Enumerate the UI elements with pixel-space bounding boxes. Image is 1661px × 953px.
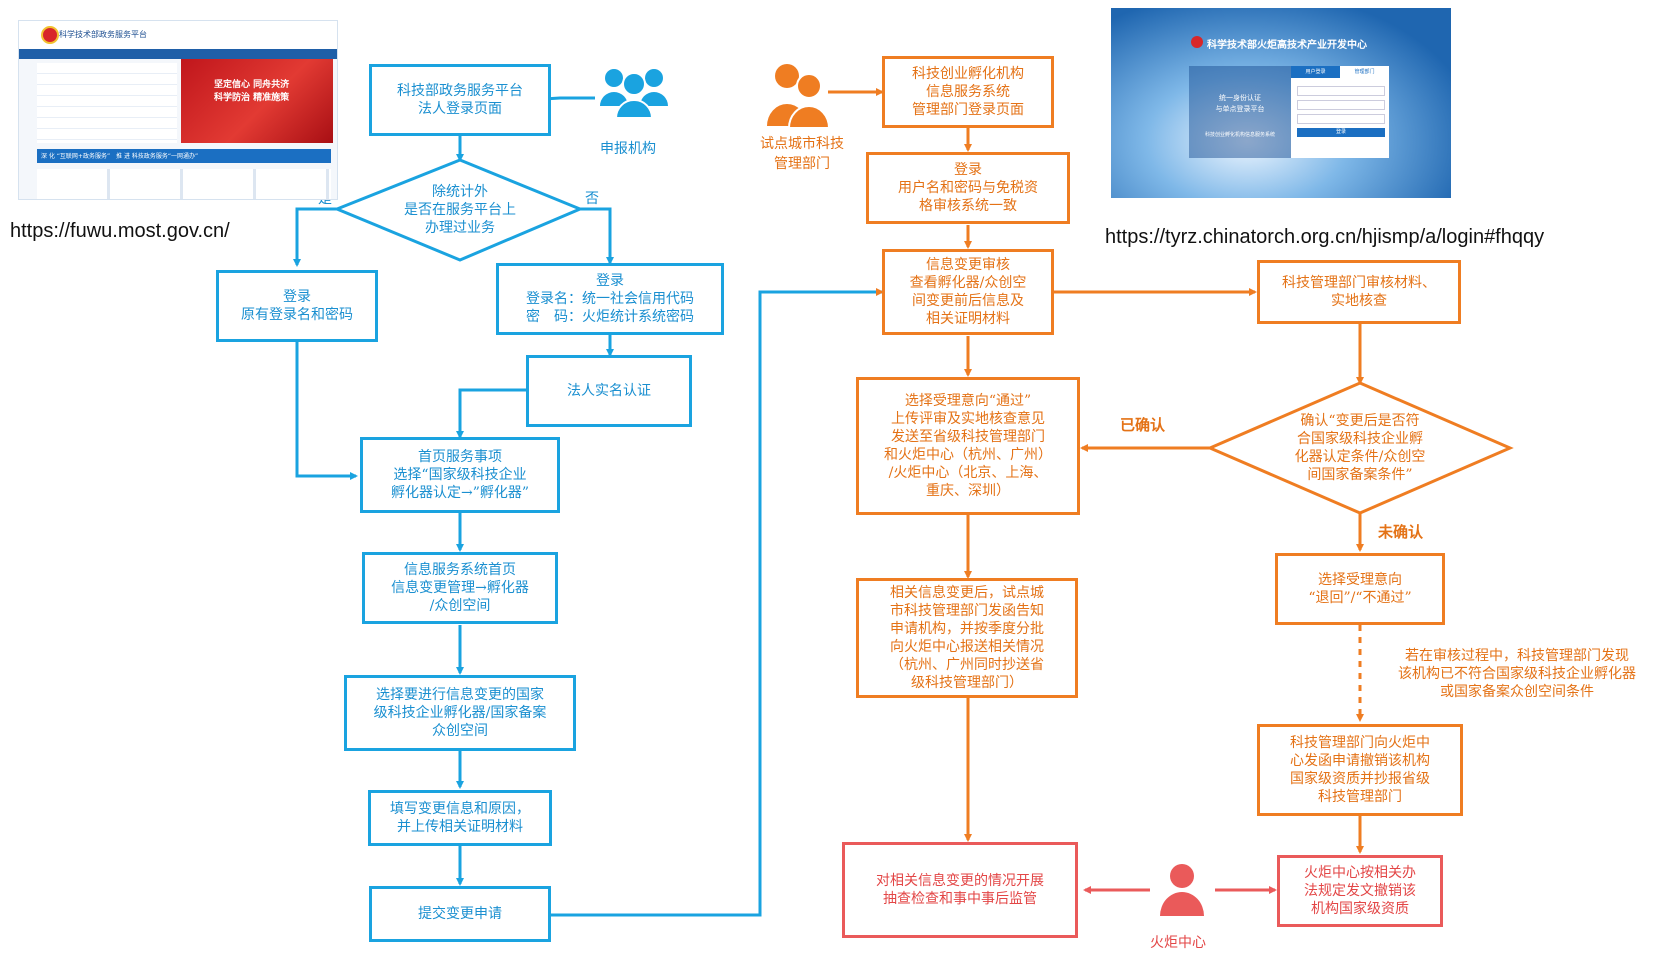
actor-city-admin-label: 试点城市科技 管理部门: [760, 136, 844, 172]
url-left[interactable]: https://fuwu.most.gov.cn/: [10, 220, 230, 242]
portal-slogan-bar: [37, 149, 331, 163]
step-admin-login-page: 科技创业孵化机构 信息服务系统 管理部门登录页面: [882, 56, 1054, 128]
emblem-icon: [41, 26, 59, 44]
url-right[interactable]: https://tyrz.chinatorch.org.cn/hjismp/a/…: [1105, 226, 1545, 248]
torch-center-icon: [1160, 864, 1204, 916]
torch-login-panel: [1291, 66, 1389, 158]
step-login-new: 登录 登录名：统一社会信用代码 密 码：火炬统计系统密码: [496, 263, 724, 335]
torch-left-panel: [1189, 66, 1291, 158]
screenshot-torch-login: 科学技术部火炬高技术产业开发中心 统一身份认证 与单点登录平台 科技创业孵化机构…: [1111, 8, 1451, 198]
people-icon: [600, 69, 668, 119]
label-confirmed: 已确认: [1120, 416, 1166, 434]
decision-diamond-d1: [333, 158, 584, 262]
step-admin-login: 登录 用户名和密码与免税资 格审核系统一致: [866, 152, 1070, 224]
torch-site-title: 科学技术部火炬高技术产业开发中心: [1207, 40, 1367, 51]
portal-site-title: 科学技术部政务服务平台: [59, 30, 147, 39]
note-disqualified: 若在审核过程中，科技管理部门发现 该机构已不符合国家级科技企业孵化器 或国家备案…: [1398, 648, 1636, 700]
portal-header: [19, 21, 337, 49]
label-unconfirmed: 未确认: [1378, 523, 1424, 541]
step-onsite-check: 科技管理部门审核材料、 实地核查: [1257, 260, 1461, 324]
portal-banner-text: 坚定信心 同舟共济 科学防治 精准施策: [214, 80, 290, 103]
password-field[interactable]: [1297, 100, 1385, 110]
portal-service-grid: [37, 169, 331, 199]
torch-panel-text: 统一身份认证 与单点登录平台: [1215, 94, 1265, 113]
decision-text-d2: 确认“变更后是否符 合国家级科技企业孵 化器认定条件/众创空 间国家备案条件”: [1294, 413, 1426, 483]
portal-slogan: 深 化 “互联网+政务服务” 推 进 科技政务服务“一网通办”: [41, 153, 199, 160]
step-home-service: 首页服务事项 选择“国家级科技企业 孵化器认定→”孵化器”: [360, 437, 560, 513]
step-request-revoke: 科技管理部门向火炬中 心发函申请撤销该机构 国家级资质并抄报省级 科技管理部门: [1257, 724, 1463, 816]
step-info-service-home: 信息服务系统首页 信息变更管理→孵化器 /众创空间: [362, 552, 558, 624]
captcha-field[interactable]: [1297, 114, 1385, 124]
city-admin-icon: [767, 64, 831, 128]
step-login-existing: 登录 原有登录名和密码: [216, 270, 378, 342]
arrow-b9-to-o3: [551, 288, 884, 917]
step-supervision: 对相关信息变更的情况开展 抽查检查和事中事后监管: [842, 842, 1078, 938]
screenshot-gov-portal: 科学技术部政务服务平台 坚定信心 同舟共济 科学防治 精准施策 深 化 “互联网…: [18, 20, 338, 200]
step-notify-applicant: 相关信息变更后，试点城 市科技管理部门发函告知 申请机构，并按季度分批 向火炬中…: [856, 578, 1078, 698]
step-login-page: 科技部政务服务平台 法人登录页面: [369, 64, 551, 136]
portal-news-list: [37, 63, 177, 143]
portal-banner: [181, 59, 333, 143]
arrow-d1-no: [580, 207, 614, 265]
step-change-review: 信息变更审核 查看孵化器/众创空 间变更前后信息及 相关证明材料: [882, 249, 1054, 335]
portal-nav: [19, 49, 337, 59]
arrow-b4-to-b5: [456, 388, 526, 439]
arrow-b2-to-b5: [295, 342, 358, 480]
username-field[interactable]: [1297, 86, 1385, 96]
actor-torch-label: 火炬中心: [1150, 935, 1206, 951]
step-return-reject: 选择受理意向 “退回”/“不通过”: [1275, 553, 1445, 625]
decision-diamond-d2: [1206, 381, 1514, 515]
login-button[interactable]: 登录: [1297, 128, 1385, 137]
step-real-name-auth: 法人实名认证: [526, 355, 692, 427]
step-revoke-qualification: 火炬中心按相关办 法规定发文撤销该 机构国家级资质: [1277, 855, 1443, 927]
step-fill-change: 填写变更信息和原因， 并上传相关证明材料: [368, 790, 552, 846]
step-accept-pass: 选择受理意向“通过” 上传评审及实地核查意见 发送至省级科技管理部门 和火炬中心…: [856, 377, 1080, 515]
step-select-entity: 选择要进行信息变更的国家 级科技企业孵化器/国家备案 众创空间: [344, 675, 576, 751]
arrow-d1-yes: [293, 207, 337, 267]
label-no: 否: [585, 191, 599, 207]
actor-applicant-label: 申报机构: [600, 141, 656, 157]
torch-logo-icon: [1191, 36, 1203, 48]
tab-admin[interactable]: 管理部门: [1354, 69, 1375, 75]
step-submit: 提交变更申请: [369, 886, 551, 942]
decision-text-d1: 除统计外 是否在服务平台上 办理过业务: [404, 184, 516, 236]
torch-system-name: 科技创业孵化机构信息服务系统: [1204, 132, 1275, 138]
tab-user-login[interactable]: 用户登录: [1291, 66, 1340, 78]
